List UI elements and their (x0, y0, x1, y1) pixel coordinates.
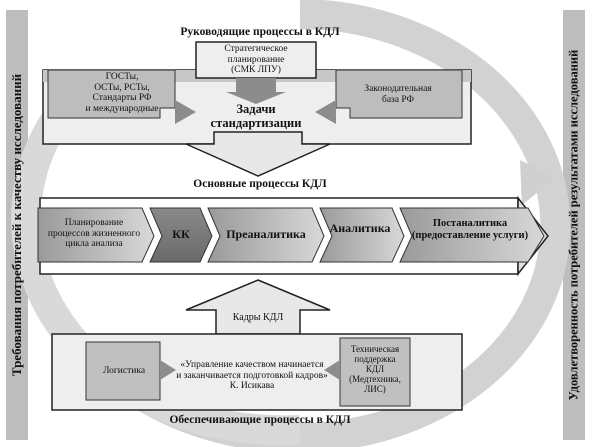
kk-text: КК (172, 227, 190, 241)
postanalytics-text: Постаналитика (предоставление услуги) (411, 218, 529, 241)
gosts-text: ГОСТы, ОСТы, РСТы, Стандарты РФ и междун… (85, 72, 159, 114)
preanalytics-chevron (207, 207, 325, 263)
postanalytics-chevron (399, 207, 545, 263)
staff-text: Кадры КДЛ (232, 312, 284, 323)
tech-support-text: Техническая поддержка КДЛ (Медтехника, Л… (349, 344, 401, 395)
legal-arrow (315, 100, 336, 124)
planning-text: Планирование процессов жизненного цикла … (47, 218, 141, 250)
cycle-arc-left (11, 90, 301, 446)
planning-chevron (37, 207, 155, 263)
quote-text: «Управление качеством начинается и закан… (176, 360, 328, 392)
tech-support-arrow (324, 360, 340, 380)
strategic-box (195, 41, 317, 79)
logistics-box (85, 341, 161, 401)
management-title: Руководящие процессы в КДЛ (180, 26, 340, 38)
side-right-label: Удовлетворенность потребителей результат… (566, 49, 581, 401)
analytics-text: Аналитика (329, 221, 391, 235)
kk-chevron (149, 207, 213, 263)
cycle-arrowhead-right (520, 160, 555, 205)
tasks-down-arrow (185, 131, 331, 177)
logistics-text: Логистика (102, 366, 146, 376)
logistics-arrow (160, 360, 176, 380)
tech-support-box (339, 337, 411, 407)
right-side-bar (563, 10, 585, 440)
strategic-text: Стратегическое планирование (СМК ЛПУ) (224, 44, 288, 76)
analytics-chevron (319, 207, 405, 263)
support-title: Обеспечивающие процессы в КДЛ (169, 414, 351, 426)
tasks-text: Задачи стандартизации (210, 102, 302, 130)
gosts-arrow (175, 100, 196, 124)
preanalytics-text: Преаналитика (226, 227, 306, 241)
gosts-box (47, 69, 176, 119)
main-processes-title: Основные процессы КДЛ (193, 178, 327, 190)
side-left-label: Требования потребителей к качеству иссле… (9, 73, 24, 377)
legal-text: Законодательная база РФ (364, 84, 432, 105)
support-up-arrow (185, 279, 331, 335)
strategic-arrow (226, 78, 286, 104)
